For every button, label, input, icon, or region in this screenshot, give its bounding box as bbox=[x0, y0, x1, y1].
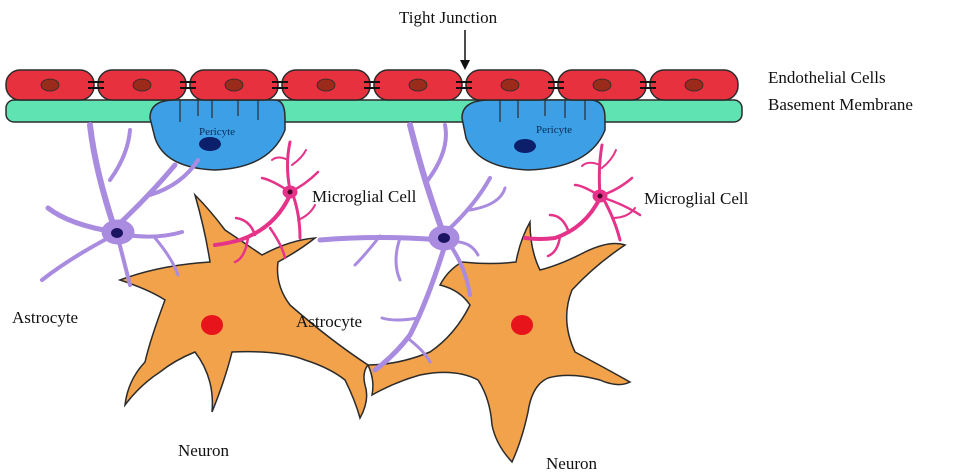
endothelial-nucleus bbox=[593, 79, 611, 91]
microglia-right-nucleus bbox=[598, 194, 603, 199]
label-astrocyte-left: Astrocyte bbox=[12, 309, 78, 326]
astrocyte-center-nucleus bbox=[438, 233, 450, 243]
label-pericyte-right: Pericyte bbox=[536, 125, 572, 136]
endothelial-nucleus bbox=[317, 79, 335, 91]
label-pericyte-left: Pericyte bbox=[199, 127, 235, 138]
pericyte-right-nucleus bbox=[514, 139, 536, 153]
basement-membrane bbox=[6, 100, 742, 122]
microglia-left-nucleus bbox=[288, 190, 293, 195]
label-endothelial-cells: Endothelial Cells bbox=[768, 69, 886, 86]
endothelial-nucleus bbox=[133, 79, 151, 91]
label-astrocyte-center: Astrocyte bbox=[296, 313, 362, 330]
endothelial-nucleus bbox=[501, 79, 519, 91]
label-neuron-left: Neuron bbox=[178, 442, 229, 459]
pericyte-left-nucleus bbox=[199, 137, 221, 151]
pericyte-right bbox=[462, 100, 605, 170]
endothelial-nucleus bbox=[409, 79, 427, 91]
endothelial-nucleus bbox=[41, 79, 59, 91]
label-basement-membrane: Basement Membrane bbox=[768, 96, 913, 113]
label-microglial-left: Microglial Cell bbox=[312, 188, 416, 205]
tight-junction-arrow bbox=[460, 30, 470, 70]
endothelial-nucleus bbox=[225, 79, 243, 91]
endothelial-cells bbox=[6, 70, 738, 100]
label-microglial-right: Microglial Cell bbox=[644, 190, 748, 207]
neuron-left-nucleus bbox=[201, 315, 223, 335]
label-neuron-right: Neuron bbox=[546, 455, 597, 472]
astrocyte-left-nucleus bbox=[111, 228, 123, 238]
neuron-left bbox=[120, 195, 368, 418]
label-tight-junction: Tight Junction bbox=[399, 9, 497, 26]
neuron-right-nucleus bbox=[511, 315, 533, 335]
endothelial-nucleus bbox=[685, 79, 703, 91]
